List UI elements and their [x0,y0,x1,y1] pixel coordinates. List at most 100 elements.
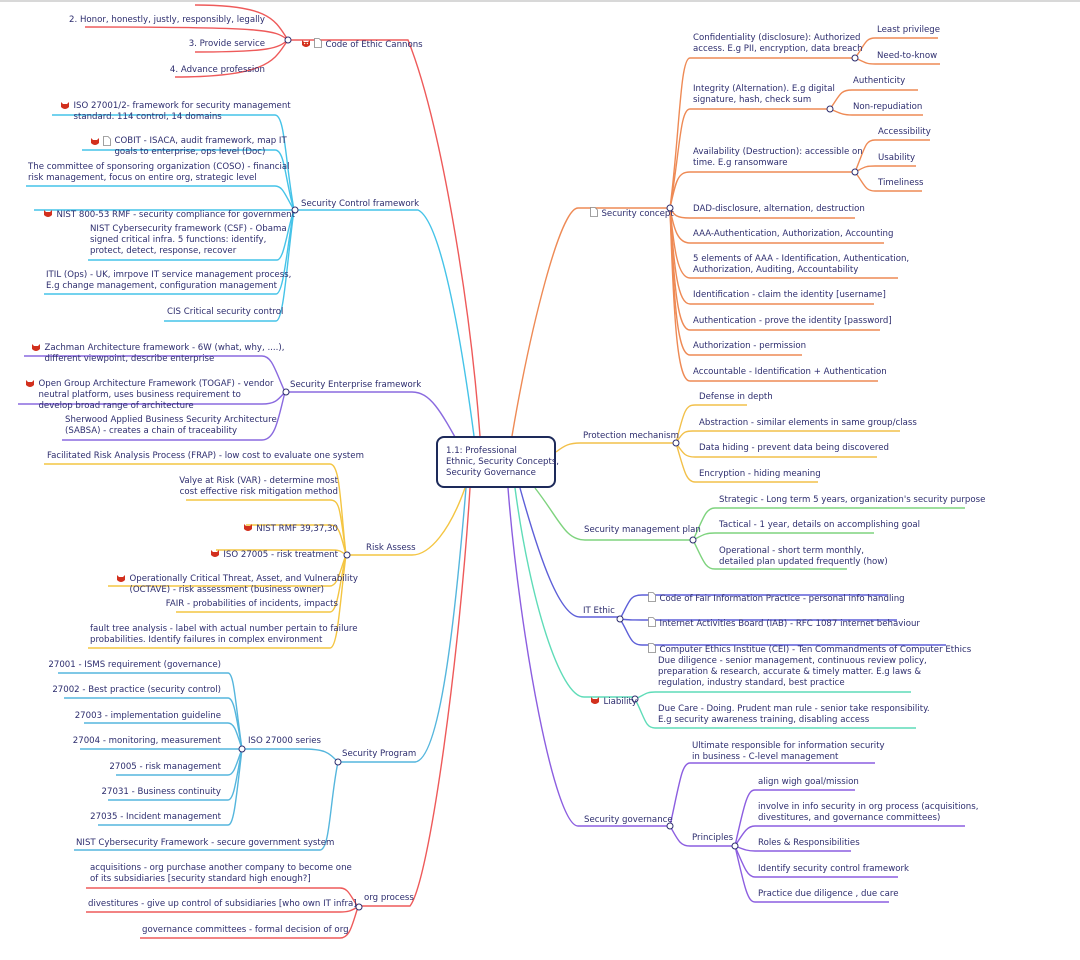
list-item[interactable]: 27003 - implementation guideline [74,711,221,721]
topic-risk-assess[interactable]: Risk Assess [366,543,416,553]
list-item[interactable]: Roles & Responsibilities [758,838,860,848]
junction-dot[interactable] [851,54,859,62]
list-item[interactable]: Authenticity [853,76,906,86]
list-item[interactable]: Defense in depth [699,392,773,402]
topic-protection-mechanism[interactable]: Protection mechanism [583,431,679,441]
topic-code-of-ethic[interactable]: Code of Ethic Cannons [296,27,423,52]
list-item[interactable]: 27035 - Incident management [90,812,221,822]
list-item[interactable]: Due Care - Doing. Prudent man rule - sen… [658,704,930,725]
list-item[interactable]: align wigh goal/mission [758,777,859,787]
list-item[interactable]: Timeliness [878,178,924,188]
list-item[interactable]: Encryption - hiding meaning [699,469,821,479]
topic-security-management-plan[interactable]: Security management plan [584,525,701,535]
list-item[interactable]: Due diligence - senior management, conti… [658,656,927,688]
list-item[interactable]: acquisitions - org purchase another comp… [90,863,352,884]
junction-dot[interactable] [238,745,246,753]
list-item[interactable]: Zachman Architecture framework - 6W (wha… [26,332,284,365]
list-item[interactable]: Data hiding - prevent data being discove… [699,443,890,453]
list-item[interactable]: ITIL (Ops) - UK, imrpove IT service mana… [46,270,292,291]
topic-security-program[interactable]: Security Program [342,749,417,759]
list-item[interactable]: 27002 - Best practice (security control) [52,685,221,695]
list-item[interactable]: 3. Provide service [188,39,265,49]
list-item[interactable]: 27005 - risk management [109,762,221,772]
list-item[interactable]: Need-to-know [877,51,938,61]
list-item[interactable]: Valye at Risk (VAR) - determine most cos… [179,476,338,497]
list-item[interactable]: The committee of sponsoring organization… [28,162,290,183]
central-topic[interactable]: 1.1: Professional Ethnic, Security Conce… [436,436,559,488]
junction-dot[interactable] [291,206,299,214]
list-item[interactable]: COBIT - ISACA, audit framework, map IT g… [85,125,287,158]
junction-dot[interactable] [731,842,739,850]
junction-dot[interactable] [282,388,290,396]
list-item[interactable]: Tactical - 1 year, details on accomplish… [719,520,921,530]
list-item[interactable]: NIST Cybersecurity framework (CSF) - Oba… [90,224,287,256]
list-item[interactable]: 4. Advance profession [169,65,265,75]
mascot-icon [90,137,100,150]
list-item[interactable]: governance committees - formal decision … [142,925,349,935]
list-item[interactable]: Internet Activities Board (IAB) - RFC 10… [643,606,920,631]
list-item[interactable]: FAIR - probabilities of incidents, impac… [165,599,338,609]
junction-dot[interactable] [826,105,834,113]
junction-dot[interactable] [616,615,624,623]
list-item[interactable]: 2. Honor, honestly, justly, responsibly,… [69,15,265,25]
list-item[interactable]: Integrity (Alternation). E.g digital sig… [693,84,835,105]
list-item[interactable]: DAD-disclosure, alternation, destruction [693,204,865,214]
junction-dot[interactable] [666,822,674,830]
topic-security-concept[interactable]: Security concept [585,196,674,221]
list-item[interactable]: fault tree analysis - label with actual … [90,624,358,645]
list-item[interactable]: Usability [878,153,916,163]
list-item[interactable]: AAA-Authentication, Authorization, Accou… [693,229,894,239]
list-item[interactable]: Accountable - Identification + Authentic… [693,367,887,377]
list-item[interactable]: ISO 27005 - risk treatment [205,538,338,562]
note-icon [648,592,657,606]
list-item[interactable]: Authorization - permission [693,341,807,351]
list-item[interactable]: Identify security control framework [758,864,910,874]
list-item[interactable]: Computer Ethics Institue (CEI) - Ten Com… [643,632,971,657]
topic-security-control-framework[interactable]: Security Control framework [301,199,420,209]
junction-dot[interactable] [851,168,859,176]
list-item[interactable]: Least privilege [877,25,941,35]
junction-dot[interactable] [355,903,363,911]
list-item[interactable]: Confidentiality (disclosure): Authorized… [693,33,863,54]
list-item[interactable]: Practice due diligence , due care [758,889,899,899]
list-item[interactable]: 5 elements of AAA - Identification, Auth… [693,254,910,275]
list-item[interactable]: Non-repudiation [853,102,923,112]
list-item[interactable]: NIST RMF 39,37,30 [238,512,338,536]
list-item[interactable]: 27004 - monitoring, measurement [72,736,221,746]
junction-dot[interactable] [689,536,697,544]
list-item[interactable]: Sherwood Applied Business Security Archi… [65,415,277,436]
junction-dot[interactable] [343,551,351,559]
list-item[interactable]: Open Group Architecture Framework (TOGAF… [20,368,274,412]
list-item[interactable]: Code of Fair Information Practice - pers… [643,581,905,606]
junction-dot[interactable] [284,36,292,44]
list-item[interactable]: Availability (Destruction): accessible o… [693,147,863,168]
list-item[interactable]: divestitures - give up control of subsid… [88,899,357,909]
list-item[interactable]: NIST Cybersecurity Framework - secure go… [76,838,335,848]
list-item[interactable]: Facilitated Risk Analysis Process (FRAP)… [47,451,364,461]
list-item[interactable]: Strategic - Long term 5 years, organizat… [719,495,986,505]
list-item[interactable]: 27001 - ISMS requirement (governance) [48,660,221,670]
topic-security-governance[interactable]: Security governance [584,815,673,825]
list-item[interactable]: involve in info security in org process … [758,802,979,823]
list-item[interactable]: Authentication - prove the identity [pas… [693,316,892,326]
list-item[interactable]: Ultimate responsible for information sec… [692,741,885,762]
topic-security-enterprise-framework[interactable]: Security Enterprise framework [290,380,422,390]
list-item[interactable]: CIS Critical security control [167,307,284,317]
list-item[interactable]: Accessibility [878,127,931,137]
list-item[interactable]: Operationally Critical Threat, Asset, an… [111,563,358,596]
junction-dot[interactable] [334,758,342,766]
list-item[interactable]: NIST 800-53 RMF - security compliance fo… [38,198,295,222]
topic-iso-27000-series[interactable]: ISO 27000 series [248,736,322,746]
list-item[interactable]: Operational - short term monthly, detail… [719,546,888,567]
list-item[interactable]: ISO 27001/2- framework for security mana… [55,90,291,123]
topic-liability[interactable]: Liability [585,685,637,709]
list-item[interactable]: Identification - claim the identity [use… [693,290,886,300]
topic-org-process[interactable]: org process [364,893,414,903]
list-item[interactable]: 27031 - Business continuity [101,787,221,797]
junction-dot[interactable] [666,204,674,212]
junction-dot[interactable] [672,439,680,447]
topic-it-ethic[interactable]: IT Ethic [583,606,615,616]
junction-dot[interactable] [631,695,639,703]
list-item[interactable]: Abstraction - similar elements in same g… [699,418,917,428]
topic-principles[interactable]: Principles [692,833,734,843]
